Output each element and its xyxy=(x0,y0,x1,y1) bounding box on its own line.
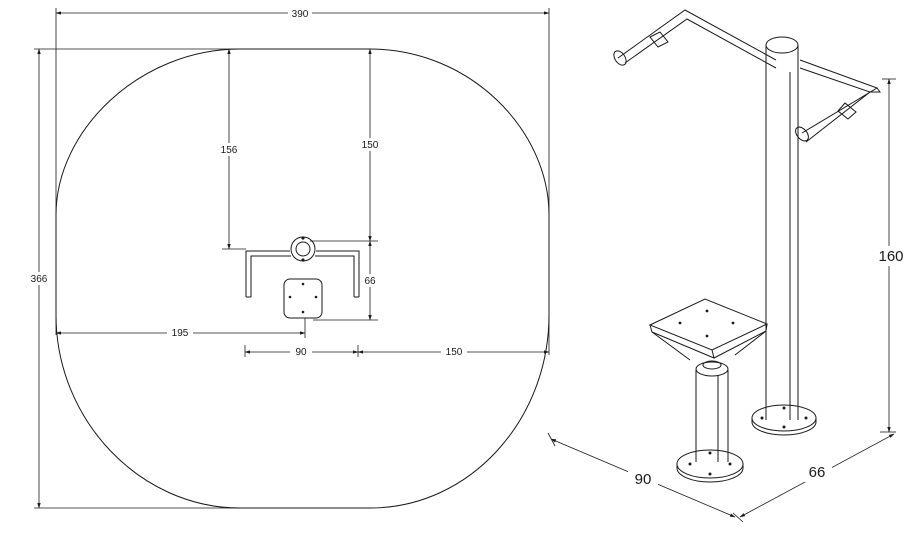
post-cap xyxy=(765,36,799,54)
dim-equipment-depth: 66 xyxy=(313,240,380,321)
dim-offset-right: 150 xyxy=(357,345,550,358)
dim-label-156: 156 xyxy=(221,145,238,156)
dim-label-366: 366 xyxy=(31,274,48,285)
dim-offset-left: 195 xyxy=(55,318,306,339)
main-post xyxy=(751,36,817,436)
dim-overall-depth: 366 xyxy=(27,48,51,509)
equipment-plan-symbol xyxy=(245,236,360,319)
dim-offset-bar: 156 xyxy=(216,48,246,250)
dim-label-90: 90 xyxy=(295,347,307,358)
safety-zone-outline xyxy=(55,48,550,509)
isometric-view: 160 90 66 xyxy=(547,9,907,523)
dim-depth: 66 xyxy=(732,433,895,523)
post-top-inner xyxy=(295,241,311,257)
step-plate-top xyxy=(283,278,323,319)
step-plate xyxy=(648,298,769,361)
dim-offset-post: 150 xyxy=(310,48,383,242)
dim-label-195: 195 xyxy=(172,328,189,339)
step-post xyxy=(676,360,744,483)
dim-label-390: 390 xyxy=(292,9,309,20)
dim-length: 90 xyxy=(547,432,736,518)
post-top-outer xyxy=(290,236,316,262)
handlebar xyxy=(613,9,881,143)
dim-label-66-iso: 66 xyxy=(809,464,826,481)
plan-view: 390 366 156 150 66 xyxy=(27,6,550,509)
dim-height: 160 xyxy=(873,78,907,433)
dim-overall-width: 390 xyxy=(55,6,550,20)
dim-label-160: 160 xyxy=(878,248,903,265)
dim-equipment-width: 90 xyxy=(244,345,359,358)
dim-label-150-vertical: 150 xyxy=(362,140,379,151)
dim-label-66: 66 xyxy=(364,276,376,287)
dim-label-90-iso: 90 xyxy=(635,471,652,488)
dim-label-150-horizontal: 150 xyxy=(446,347,463,358)
